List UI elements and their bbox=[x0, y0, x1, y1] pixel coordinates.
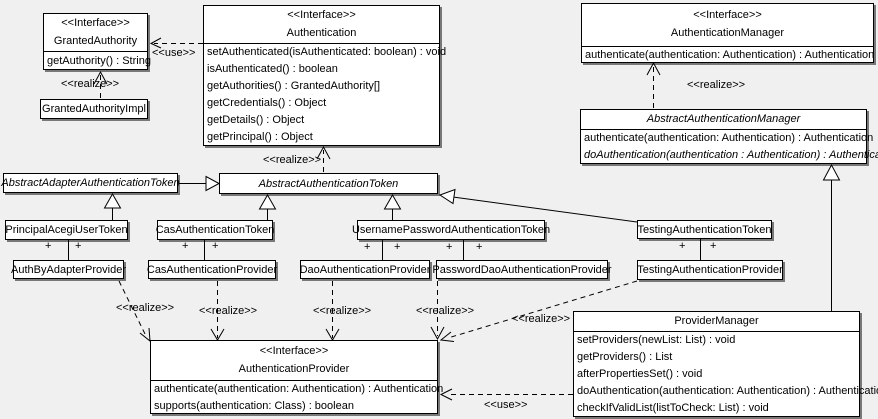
class-testing-authentication-provider[interactable]: TestingAuthenticationProvider bbox=[637, 260, 783, 280]
method-label: getCredentials() : Object bbox=[207, 97, 327, 109]
association-plus: + bbox=[45, 240, 52, 252]
class-username-password-authentication-token[interactable]: UsernamePasswordAuthenticationToken bbox=[352, 220, 550, 240]
method-label: getDetails() : Object bbox=[207, 114, 305, 126]
class-dao-authentication-provider[interactable]: DaoAuthenticationProvider bbox=[300, 260, 430, 279]
method-label: getProviders() : List bbox=[577, 351, 673, 363]
realize-label: <<realize>> bbox=[199, 305, 258, 317]
class-name: PrincipalAcegiUserToken bbox=[5, 224, 128, 236]
class-name: AuthenticationProvider bbox=[238, 363, 350, 375]
class-name: PasswordDaoAuthenticationProvider bbox=[432, 263, 612, 276]
realize-label: <<realize>> bbox=[416, 305, 475, 317]
class-name: AuthByAdapterProvider bbox=[11, 263, 126, 276]
generalization-arrowheads bbox=[103, 163, 841, 210]
class-header: <<Interface>> GrantedAuthority bbox=[44, 14, 147, 52]
association-plus: + bbox=[364, 241, 371, 253]
class-name: UsernamePasswordAuthenticationToken bbox=[351, 224, 551, 236]
class-authentication[interactable]: <<Interface>> Authentication setAuthenti… bbox=[203, 5, 447, 146]
method-label: authenticate(authentication: Authenticat… bbox=[585, 49, 875, 61]
class-cas-authentication-token[interactable]: CasAuthenticationToken bbox=[155, 220, 275, 240]
use-label: <<use>> bbox=[152, 47, 196, 59]
association-plus: + bbox=[710, 240, 717, 252]
class-name: GrantedAuthorityImpl bbox=[42, 103, 146, 115]
class-authentication-provider[interactable]: <<Interface>> AuthenticationProvider aut… bbox=[150, 340, 444, 414]
class-header: ProviderManager bbox=[574, 312, 859, 332]
association-plus: + bbox=[182, 240, 189, 252]
method-label: supports(authentication: Class) : boolea… bbox=[154, 400, 354, 412]
class-name: TestingAuthenticationProvider bbox=[637, 264, 783, 276]
class-abstract-adapter-authentication-token[interactable]: AbstractAdapterAuthenticationToken bbox=[1, 173, 180, 193]
class-name: TestingAuthenticationToken bbox=[637, 223, 772, 236]
stereotype-label: <<Interface>> bbox=[693, 9, 762, 21]
stereotype-label: <<Interface>> bbox=[287, 9, 356, 21]
realize-label: <<realize>> bbox=[263, 154, 322, 166]
class-name: AbstractAuthenticationManager bbox=[646, 113, 801, 125]
association-plus: + bbox=[679, 240, 686, 252]
class-principal-acegi-user-token[interactable]: PrincipalAcegiUserToken bbox=[5, 220, 128, 240]
class-password-dao-authentication-provider[interactable]: PasswordDaoAuthenticationProvider bbox=[432, 260, 612, 279]
realize-label: <<realize>> bbox=[61, 78, 120, 90]
class-name: ProviderManager bbox=[674, 315, 759, 327]
method-label: setAuthenticated(isAuthenticated: boolea… bbox=[207, 46, 447, 58]
class-name: CasAuthenticationToken bbox=[155, 224, 275, 236]
method-label: getAuthorities() : GrantedAuthority[] bbox=[207, 80, 381, 92]
class-name: CasAuthenticationProvider bbox=[146, 263, 278, 276]
class-abstract-authentication-manager[interactable]: AbstractAuthenticationManager authentica… bbox=[580, 109, 878, 164]
class-header: <<Interface>> AuthenticationManager bbox=[582, 4, 873, 47]
method-label: getPrincipal() : Object bbox=[207, 131, 313, 143]
generalization-line-testing-token bbox=[452, 196, 638, 223]
class-name: AbstractAdapterAuthenticationToken bbox=[1, 177, 180, 189]
method-label: afterPropertiesSet() : void bbox=[577, 368, 703, 380]
class-auth-by-adapter-provider[interactable]: AuthByAdapterProvider bbox=[11, 260, 126, 279]
class-header: <<Interface>> Authentication bbox=[204, 6, 439, 44]
method-label: checkIfValidList(listToCheck: List) : vo… bbox=[577, 402, 769, 414]
method-label: setProviders(newList: List) : void bbox=[577, 334, 736, 346]
method-label: doAuthentication(authentication : Authen… bbox=[584, 149, 878, 161]
association-plus: + bbox=[476, 241, 483, 253]
method-label: authenticate(authentication: Authenticat… bbox=[154, 383, 444, 395]
class-granted-authority[interactable]: <<Interface>> GrantedAuthority getAuthor… bbox=[43, 13, 151, 70]
method-label: isAuthenticated() : boolean bbox=[207, 63, 338, 75]
association-plus: + bbox=[394, 241, 401, 253]
class-header: <<Interface>> AuthenticationProvider bbox=[151, 341, 437, 381]
class-cas-authentication-provider[interactable]: CasAuthenticationProvider bbox=[146, 260, 278, 279]
association-plus: + bbox=[212, 240, 219, 252]
class-authentication-manager[interactable]: <<Interface>> AuthenticationManager auth… bbox=[581, 3, 874, 63]
class-abstract-authentication-token[interactable]: AbstractAuthenticationToken bbox=[219, 173, 438, 194]
stereotype-label: <<Interface>> bbox=[259, 345, 329, 357]
class-granted-authority-impl[interactable]: GrantedAuthorityImpl bbox=[40, 99, 148, 119]
class-provider-manager[interactable]: ProviderManager setProviders(newList: Li… bbox=[573, 311, 878, 417]
realize-label: <<realize>> bbox=[116, 302, 175, 314]
realize-label: <<realize>> bbox=[313, 305, 372, 317]
realize-label: <<realize>> bbox=[512, 313, 571, 325]
association-plus: + bbox=[446, 241, 453, 253]
realize-label: <<realize>> bbox=[687, 79, 746, 91]
class-name: DaoAuthenticationProvider bbox=[299, 263, 431, 276]
class-testing-authentication-token[interactable]: TestingAuthenticationToken bbox=[637, 220, 772, 239]
method-label: authenticate(authentication: Authenticat… bbox=[584, 132, 874, 144]
class-name: Authentication bbox=[286, 27, 357, 39]
association-plus: + bbox=[75, 240, 82, 252]
method-label: getAuthority() : String bbox=[47, 55, 151, 67]
method-label: doAuthentication(authentication: Authent… bbox=[577, 385, 878, 397]
class-name: AbstractAuthenticationToken bbox=[258, 177, 399, 190]
use-label: <<use>> bbox=[484, 399, 528, 411]
stereotype-label: <<Interface>> bbox=[61, 17, 130, 29]
class-header: AbstractAuthenticationManager bbox=[581, 110, 866, 130]
class-name: GrantedAuthority bbox=[53, 35, 138, 47]
class-name: AuthenticationManager bbox=[670, 27, 785, 39]
